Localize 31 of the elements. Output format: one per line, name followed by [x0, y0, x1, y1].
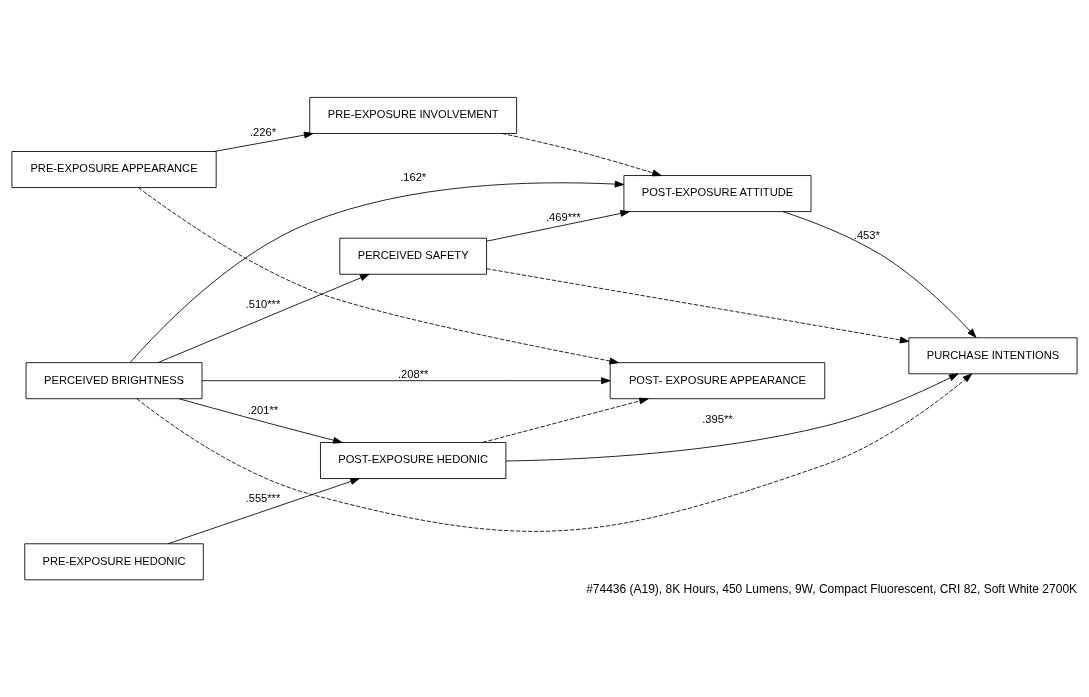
node-box: PURCHASE INTENTIONS — [908, 337, 1078, 375]
arrow — [167, 478, 360, 545]
node-box: PERCEIVED SAFETY — [339, 237, 487, 275]
node-box: PRE-EXPOSURE APPEARANCE — [11, 151, 217, 188]
caption: #74436 (A19), 8K Hours, 450 Lumens, 9W, Compact Fluorescent, CRI 82, Soft White 2700K — [586, 581, 1078, 596]
edge-label: .208** — [397, 367, 429, 380]
node-box: PERCEIVED BRIGHTNESS — [25, 362, 203, 400]
edge-label: .162* — [400, 171, 427, 184]
edge-label: .453* — [853, 228, 880, 241]
arrow — [201, 377, 611, 385]
arrow — [136, 373, 973, 532]
edge-label: .395** — [702, 413, 733, 426]
node-box: POST-EXPOSURE HEDONIC — [320, 442, 507, 479]
arrow — [486, 268, 910, 344]
edge-label: .226* — [249, 126, 276, 139]
node-box: PRE-EXPOSURE HEDONIC — [24, 543, 204, 581]
node-box: POST- EXPOSURE APPEARANCE — [609, 362, 826, 400]
edge-label: .201** — [247, 403, 279, 416]
arrow — [486, 210, 630, 242]
arrow — [501, 133, 662, 177]
arrow — [178, 398, 343, 444]
node-box: POST-EXPOSURE ATTITUDE — [623, 175, 812, 212]
arrow — [157, 273, 370, 363]
node-box: PRE-EXPOSURE INVOLVEMENT — [309, 97, 518, 134]
arrow — [505, 373, 959, 462]
edge-label: .510*** — [245, 298, 281, 311]
arrow — [482, 397, 649, 443]
arrow — [782, 211, 977, 338]
arrow — [213, 131, 314, 152]
edge-label: .555*** — [245, 492, 281, 505]
edge-label: .469*** — [546, 210, 581, 223]
